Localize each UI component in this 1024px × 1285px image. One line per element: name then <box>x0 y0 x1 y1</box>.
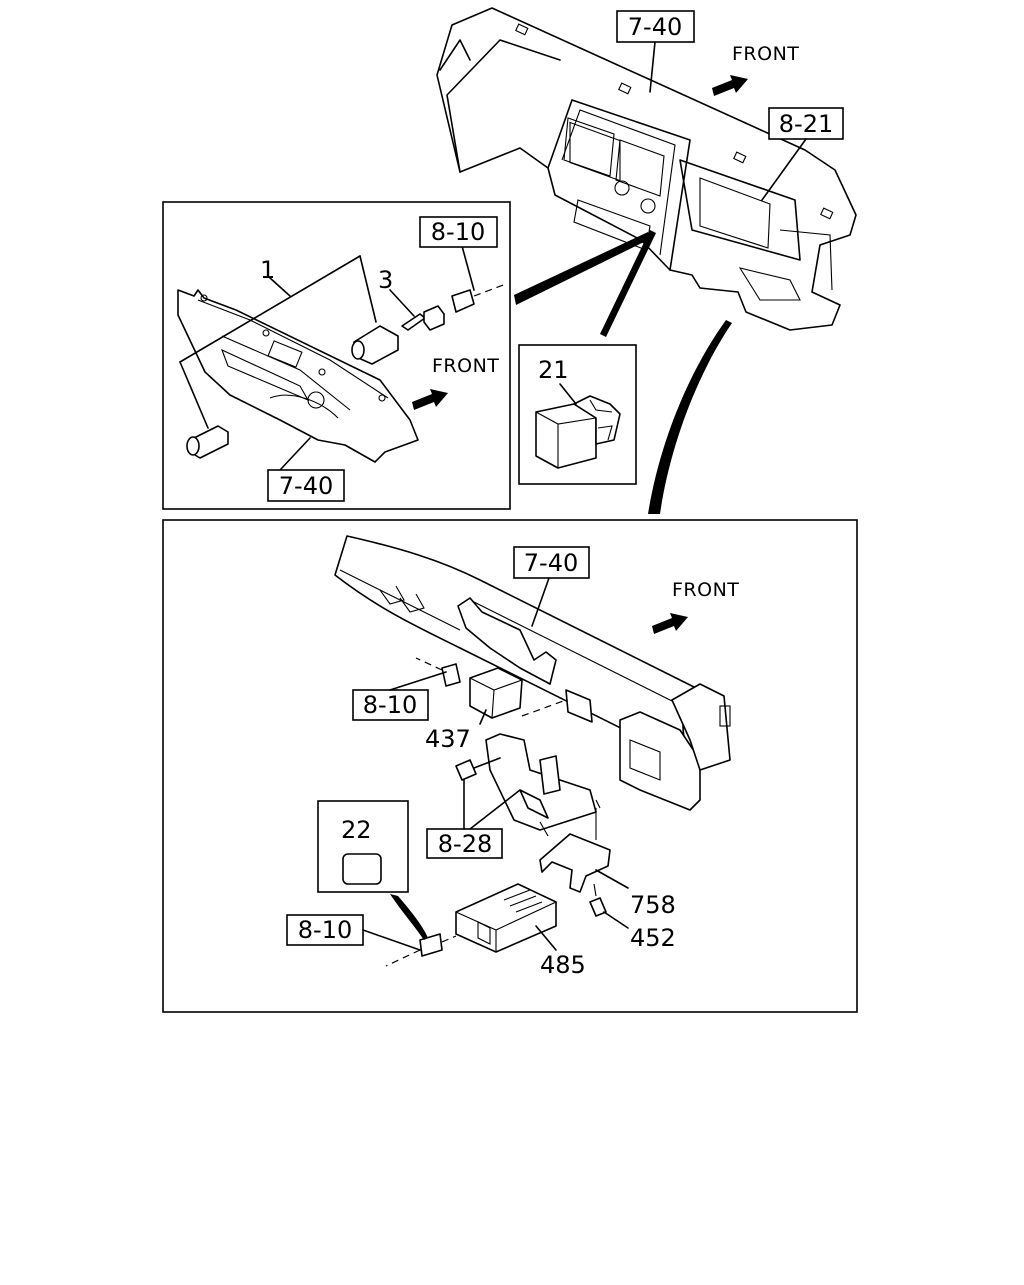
front-label-lighter: FRONT <box>432 355 499 377</box>
item-758: 758 <box>630 891 676 919</box>
cigar-lighter-detail: 1 3 8-10 7-40 FRONT <box>162 201 511 510</box>
leader-wedge-lower <box>648 320 732 514</box>
front-arrow-icon <box>412 389 448 410</box>
item-452: 452 <box>630 924 676 952</box>
ref-8-21: 8-21 <box>779 110 833 138</box>
instrument-panel-overview: 7-40 8-21 FRONT <box>436 7 857 514</box>
front-label-top: FRONT <box>732 43 799 65</box>
ref-7-40-lighter: 7-40 <box>279 472 333 500</box>
item-1: 1 <box>260 256 275 284</box>
item-437: 437 <box>425 725 471 753</box>
ref-7-40-lower: 7-40 <box>524 549 578 577</box>
ref-box-8-10-lighter <box>419 216 498 248</box>
item-485: 485 <box>540 951 586 979</box>
leader-wedge-lighter <box>514 232 652 305</box>
ref-box-7-40-top <box>616 10 695 43</box>
lower-mounting-detail: 22 7-40 FRONT 8-10 437 8-28 758 452 485 … <box>162 519 858 1013</box>
ref-box-8-10-upper <box>352 689 429 721</box>
leader-wedge-label <box>390 894 428 940</box>
switch-detail: 21 <box>518 344 637 485</box>
item-22: 22 <box>341 816 372 844</box>
item-21: 21 <box>538 356 569 384</box>
leader-wedge-switch <box>600 230 656 337</box>
ref-8-28: 8-28 <box>438 830 492 858</box>
front-label-lower: FRONT <box>672 579 739 601</box>
ref-box-7-40-lower <box>513 546 590 579</box>
front-arrow-icon <box>652 613 688 634</box>
ref-box-8-21 <box>768 107 844 140</box>
item-3: 3 <box>378 266 393 294</box>
ref-8-10-lower: 8-10 <box>298 916 352 944</box>
ref-8-10-lighter: 8-10 <box>431 218 485 246</box>
ref-8-10-upper: 8-10 <box>363 691 417 719</box>
front-arrow-icon <box>712 75 748 96</box>
label-sticker <box>342 853 382 885</box>
ref-box-8-10-lower <box>286 914 364 946</box>
ref-7-40-top: 7-40 <box>628 13 682 41</box>
ref-box-7-40-lighter <box>267 469 345 502</box>
